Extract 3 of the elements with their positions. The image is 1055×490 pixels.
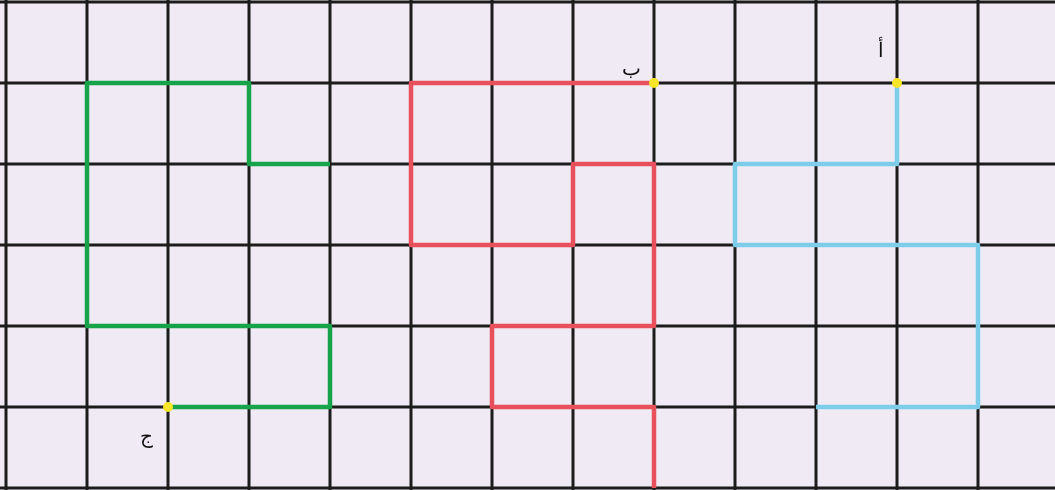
point-label: ب <box>622 56 641 80</box>
point-label: أ <box>878 38 884 62</box>
point-label: ج <box>140 424 153 448</box>
